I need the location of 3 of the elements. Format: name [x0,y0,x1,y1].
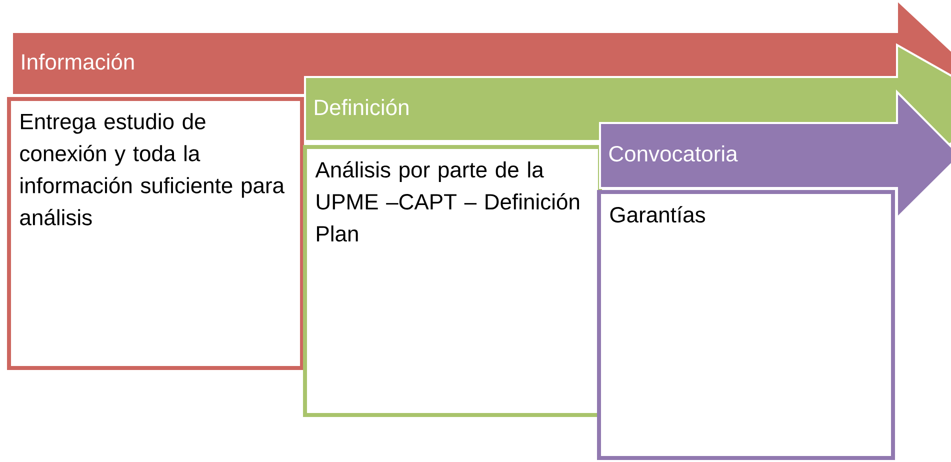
text-box: Entrega estudio de conexión y toda la información suficiente para análisis [7,97,304,370]
text-box: Análisis por parte de la UPME –CAPT – Definición Plan [303,144,602,417]
text-box: Garantías [597,190,895,460]
